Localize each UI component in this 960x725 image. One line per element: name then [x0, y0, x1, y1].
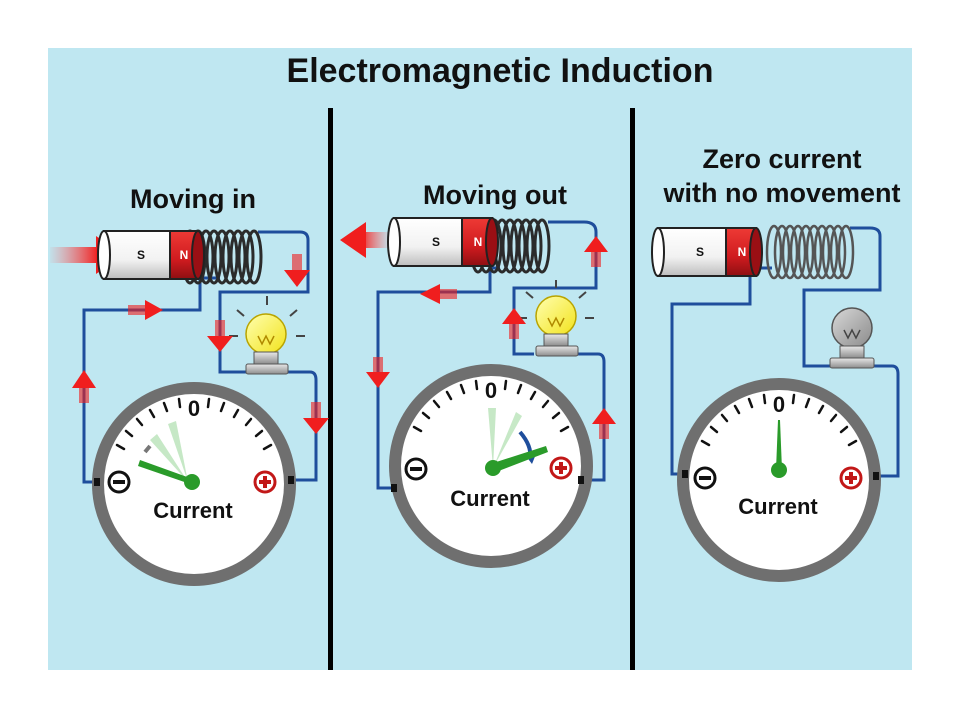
meter-label: Current	[450, 486, 530, 511]
bar-magnet: S N	[651, 227, 763, 277]
panel-title: Moving in	[130, 184, 256, 214]
meter-scale-ticks	[412, 379, 570, 433]
magnet-s-label: S	[696, 245, 704, 259]
current-meter: 0 Current	[677, 378, 881, 582]
panel-moving-out: Moving out S N	[340, 180, 616, 568]
meter-needle	[138, 460, 196, 486]
motion-arrow	[340, 222, 390, 258]
current-meter: 0 Current	[389, 364, 593, 568]
magnet-n-label: N	[180, 248, 189, 262]
divider-2	[630, 108, 635, 670]
panel-no-movement: Zero current with no movement S N	[651, 144, 901, 582]
magnet-n-label: N	[738, 245, 747, 259]
bar-magnet: S N	[387, 217, 499, 267]
panel-title-line-2: with no movement	[662, 178, 900, 208]
magnet-n-label: N	[474, 235, 483, 249]
meter-needle	[776, 420, 782, 470]
light-bulb-lit-icon	[229, 296, 305, 375]
bar-magnet: S N	[97, 230, 205, 280]
meter-needle	[490, 446, 548, 472]
panel-title-line-1: Zero current	[702, 144, 861, 174]
meter-scale-ticks	[700, 393, 858, 447]
panel-moving-in: Moving in S N	[50, 184, 329, 586]
light-bulb-off-icon	[829, 307, 875, 369]
meter-zero-label: 0	[773, 392, 785, 417]
magnet-s-label: S	[432, 235, 440, 249]
divider-1	[328, 108, 333, 670]
meter-scale-ticks	[115, 397, 273, 451]
meter-zero-label: 0	[188, 396, 200, 421]
magnet-s-label: S	[137, 248, 145, 262]
panel-title: Moving out	[423, 180, 567, 210]
light-bulb-lit-icon	[518, 280, 594, 357]
current-meter: 0 Current	[92, 382, 296, 586]
coil	[765, 224, 855, 280]
meter-label: Current	[153, 498, 233, 523]
current-arrows	[72, 254, 329, 434]
meter-zero-label: 0	[485, 378, 497, 403]
main-title: Electromagnetic Induction	[287, 52, 714, 90]
current-arrows	[366, 236, 616, 439]
meter-label: Current	[738, 494, 818, 519]
